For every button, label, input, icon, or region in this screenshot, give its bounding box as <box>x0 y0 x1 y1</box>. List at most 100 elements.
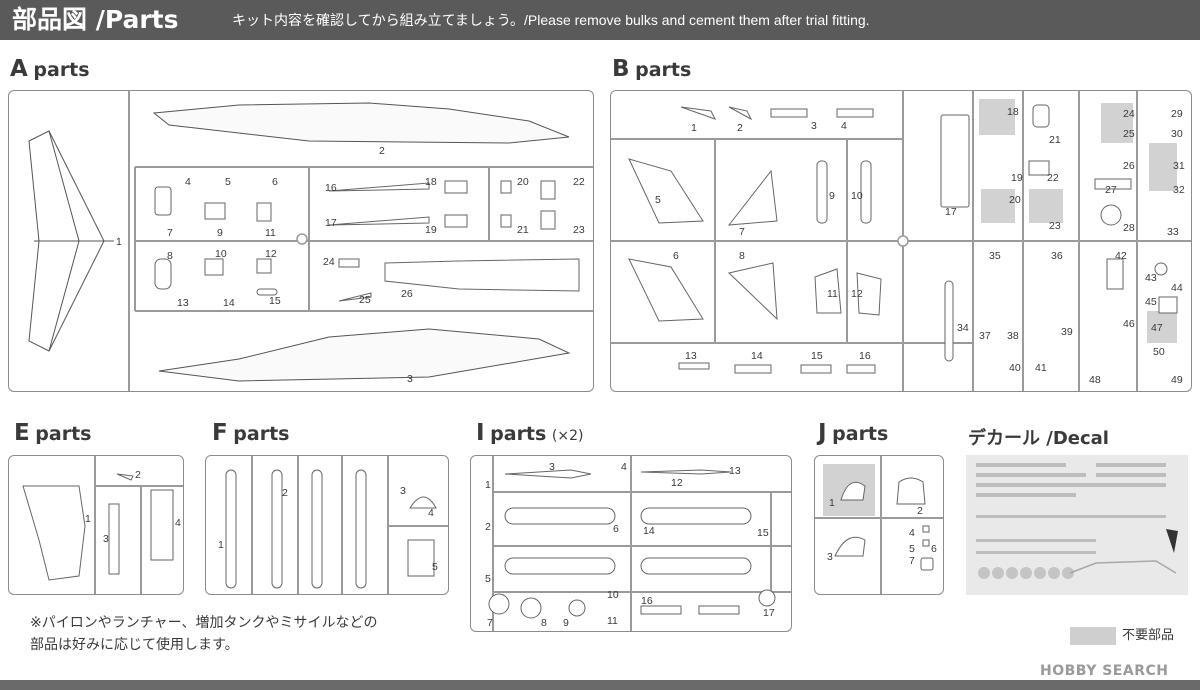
part-label-i4: 4 <box>621 461 627 473</box>
part-label-b20: 20 <box>1009 194 1021 206</box>
part-label-f3: 3 <box>400 485 406 497</box>
section-heading-f: F parts <box>212 420 290 446</box>
sprue-b: 1 2 3 4 5 6 7 8 9 10 11 12 13 14 15 16 1… <box>610 90 1192 392</box>
header-bar: 部品図 /Parts キット内容を確認してから組み立てましょう。/Please … <box>0 0 1200 40</box>
part-label-i13: 13 <box>729 465 741 477</box>
part-label-e2: 2 <box>135 469 141 481</box>
part-label-b37: 37 <box>979 330 991 342</box>
part-label-b29: 29 <box>1171 108 1183 120</box>
part-label-b3: 3 <box>811 120 817 132</box>
part-label-b49: 49 <box>1171 374 1183 386</box>
part-label-b50: 50 <box>1153 346 1165 358</box>
part-label-a18: 18 <box>425 176 437 188</box>
part-label-b15: 15 <box>811 350 823 362</box>
part-label-i10: 10 <box>607 589 619 601</box>
footnote: ※パイロンやランチャー、増加タンクやミサイルなどの 部品は好みに応じて使用します… <box>30 612 377 656</box>
section-heading-j: J parts <box>818 420 889 446</box>
part-label-b44: 44 <box>1171 282 1183 294</box>
part-label-b36: 36 <box>1051 250 1063 262</box>
part-label-b34: 34 <box>957 322 969 334</box>
part-label-i2: 3 <box>549 461 555 473</box>
part-label-e4: 4 <box>175 517 181 529</box>
part-label-i9: 9 <box>563 617 569 629</box>
part-label-j2: 2 <box>917 505 923 517</box>
part-label-b33: 33 <box>1167 226 1179 238</box>
sprue-e: 1 2 3 4 <box>8 455 184 595</box>
part-label-i15: 15 <box>757 527 769 539</box>
part-label-b11: 11 <box>827 288 838 300</box>
part-label-b4: 4 <box>841 120 847 132</box>
part-label-b42: 42 <box>1115 250 1127 262</box>
part-label-a6: 6 <box>272 176 278 188</box>
part-label-a8: 8 <box>167 250 173 262</box>
part-label-a23: 23 <box>573 224 585 236</box>
part-label-a19: 19 <box>425 224 437 236</box>
part-label-a26: 26 <box>401 288 413 300</box>
part-label-i7: 7 <box>487 617 493 629</box>
part-label-b17: 17 <box>945 206 957 218</box>
part-label-b9: 9 <box>829 190 835 202</box>
part-label-b1: 1 <box>691 122 697 134</box>
unused-parts-swatch <box>1070 627 1116 645</box>
decal-sheet-drawing <box>976 463 1178 579</box>
sprue-j-drawing: 1 2 3 4 5 7 6 <box>815 456 943 594</box>
sprue-f: 1 2 3 4 5 <box>205 455 449 595</box>
part-label-a15: 15 <box>269 295 281 307</box>
part-label-b23: 23 <box>1049 220 1061 232</box>
part-label-a5: 5 <box>225 176 231 188</box>
part-label-e3: 3 <box>103 533 109 545</box>
part-label-b22: 22 <box>1047 172 1059 184</box>
part-label-b32: 32 <box>1173 184 1185 196</box>
part-label-a13: 13 <box>177 297 189 309</box>
unused-parts-label: 不要部品 <box>1122 628 1175 643</box>
part-label-i2b: 2 <box>485 521 491 533</box>
section-heading-a: A parts <box>10 56 90 82</box>
part-label-a17: 17 <box>325 217 337 229</box>
part-label-b39: 39 <box>1061 326 1073 338</box>
part-label-e1: 1 <box>85 513 91 525</box>
part-label-a14: 14 <box>223 297 235 309</box>
part-label-f5: 5 <box>432 561 438 573</box>
part-label-i12: 12 <box>671 477 683 489</box>
part-label-j7: 7 <box>909 555 915 567</box>
part-label-b6: 6 <box>673 250 679 262</box>
part-label-i1: 1 <box>485 479 491 491</box>
sprue-a-drawing: 1 2 3 4 5 6 7 8 9 10 11 12 13 14 15 16 1… <box>28 91 593 391</box>
part-label-b24: 24 <box>1123 108 1135 120</box>
part-label-j4: 4 <box>909 527 915 539</box>
sprue-i-drawing: 1 3 2 4 5 6 7 8 9 10 11 12 13 14 15 16 1… <box>485 456 791 631</box>
sprue-a: 1 2 3 4 5 6 7 8 9 10 11 12 13 14 15 16 1… <box>8 90 594 392</box>
part-label-a24: 24 <box>323 256 335 268</box>
part-label-a7: 7 <box>167 227 173 239</box>
part-label-b40: 40 <box>1009 362 1021 374</box>
part-label-a2: 2 <box>379 145 385 157</box>
section-heading-b: B parts <box>612 56 692 82</box>
decal-sheet <box>966 455 1188 595</box>
part-label-b31: 31 <box>1173 160 1185 172</box>
part-label-j5: 5 <box>909 543 915 555</box>
part-label-b18: 18 <box>1007 106 1019 118</box>
part-label-b35: 35 <box>989 250 1001 262</box>
part-label-a11: 11 <box>265 227 276 239</box>
part-label-b16: 16 <box>859 350 871 362</box>
part-label-b13: 13 <box>685 350 697 362</box>
part-label-a10: 10 <box>215 248 227 260</box>
part-label-a20: 20 <box>517 176 529 188</box>
part-label-b38: 38 <box>1007 330 1019 342</box>
part-label-b8: 8 <box>739 250 745 262</box>
footer-bar <box>0 680 1200 690</box>
part-label-i17: 17 <box>763 607 775 619</box>
part-label-b10: 10 <box>851 190 863 202</box>
part-label-b27: 27 <box>1105 184 1117 196</box>
part-label-a9: 9 <box>217 227 223 239</box>
part-label-j1: 1 <box>829 497 835 509</box>
part-label-a21: 21 <box>517 224 529 236</box>
part-label-a22: 22 <box>573 176 585 188</box>
part-label-j6: 6 <box>931 543 937 555</box>
part-label-i8: 8 <box>541 617 547 629</box>
sprue-e-drawing: 1 2 3 4 <box>22 456 183 594</box>
part-label-a4: 4 <box>185 176 191 188</box>
part-label-f2: 2 <box>282 487 288 499</box>
part-label-a1: 1 <box>116 236 122 248</box>
part-label-b45: 45 <box>1145 296 1157 308</box>
